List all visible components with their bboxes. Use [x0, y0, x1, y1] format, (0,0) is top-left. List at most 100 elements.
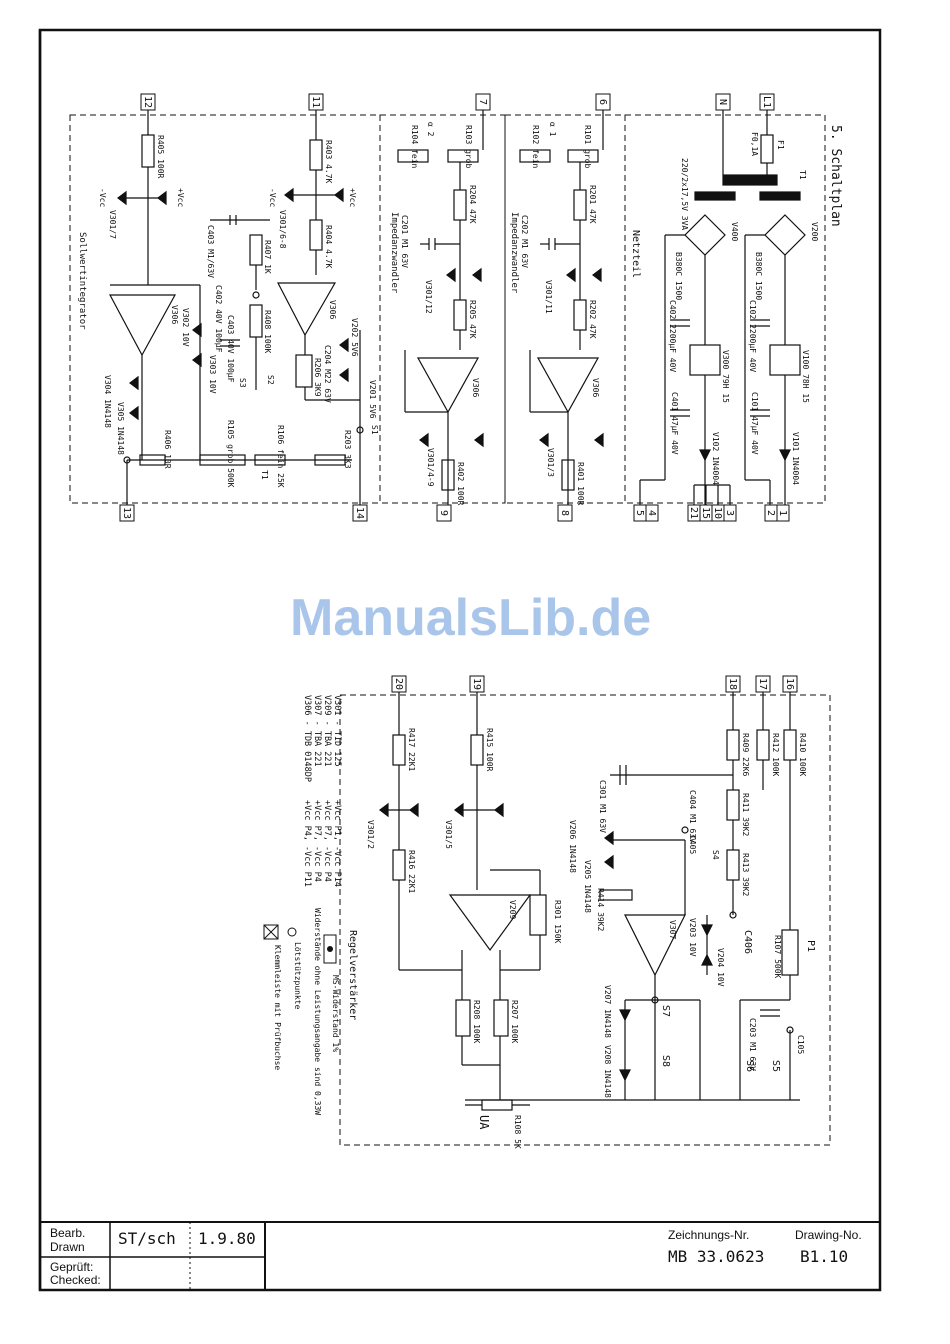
label-v209: V209	[508, 900, 517, 919]
label-vcc-pos-1: +Vcc	[176, 188, 185, 207]
label-schaltplan: 5. Schaltplan	[828, 125, 843, 227]
resistor-r410	[783, 729, 797, 761]
power-supply	[639, 110, 806, 505]
label-v301-2: V301/2	[366, 820, 375, 849]
label-s3: S3	[238, 378, 247, 388]
label-r102: R102 fein	[531, 125, 540, 169]
resistor-r412	[756, 729, 770, 761]
resistor-r405	[141, 134, 155, 168]
label-v400-type: B380C 1500	[674, 252, 683, 300]
label-r408: R408 100K	[263, 310, 272, 354]
resistor-r414	[599, 889, 633, 901]
label-r401: R401 100R	[576, 462, 585, 506]
label-ua: UA	[477, 1115, 491, 1130]
ic-supply-1: +Vcc P7, -Vcc P4	[322, 800, 332, 882]
resistor-r406	[139, 454, 166, 466]
label-r415: R415 100R	[485, 728, 494, 772]
label-c402b: C402 40V 100µF	[214, 285, 223, 353]
label-alpha2: α 2	[426, 122, 435, 137]
label-c203: C203 M1 63V	[748, 1018, 757, 1071]
resistor-r404	[309, 219, 323, 251]
opamp-v306-b	[416, 357, 480, 414]
resistor-r202	[573, 299, 587, 331]
label-v306-a: V306	[591, 378, 600, 397]
resistor-r206	[295, 354, 313, 388]
label-s7: S7	[660, 1005, 671, 1017]
label-r402: R402 100R	[456, 462, 465, 506]
terminal-14: 14	[354, 507, 365, 519]
label-transformer: T1	[798, 170, 807, 180]
legend-solder-point: Lötstützpunkte	[293, 942, 302, 1010]
setpoint-integrator	[109, 110, 364, 505]
label-v205: V205 1N4148	[583, 860, 592, 913]
terminal-L1: L1	[761, 96, 772, 108]
label-regelverstaerker: Regelverstärker	[347, 930, 358, 1020]
label-v200-type: B380C 1500	[754, 252, 763, 300]
label-r412: R412 100K	[771, 733, 780, 777]
label-checked-en: Checked:	[50, 1273, 101, 1287]
pot-r106	[254, 454, 286, 466]
drawn-date: 1.9.80	[198, 1229, 256, 1248]
label-v204: V204 10V	[716, 948, 725, 987]
terminal-1: 1	[777, 510, 788, 516]
label-drawing-no: Drawing-No.	[795, 1228, 862, 1242]
label-v301-7: V301/7	[108, 210, 117, 239]
terminal-17: 17	[757, 678, 768, 690]
label-c204: C204 M22 63V	[323, 345, 332, 403]
terminal-7: 7	[477, 99, 488, 105]
label-v307: V307	[668, 920, 677, 939]
label-r207: R207 100K	[510, 1000, 519, 1044]
impedance-converter-2	[397, 110, 484, 505]
terminal-18: 18	[727, 678, 738, 690]
label-t1: T1	[260, 470, 269, 480]
label-r107: R107 500K	[773, 935, 782, 979]
label-v208: V208 1N4148	[603, 1045, 612, 1098]
terminal-19: 19	[471, 678, 482, 690]
label-v200: V200	[810, 222, 819, 241]
sheet-frame	[38, 28, 882, 1292]
label-c301: C301 M1 63V	[598, 780, 607, 833]
label-v306-b: V306	[471, 378, 480, 397]
label-r406: R406 10R	[163, 430, 172, 469]
resistor-r301	[529, 894, 547, 936]
label-v207: V207 1N4148	[603, 985, 612, 1038]
label-v100: V100 78H 15	[801, 350, 810, 403]
label-alpha1: α 1	[548, 122, 557, 137]
label-v301-4-9: V301/4-9	[426, 448, 435, 487]
bridge-v400	[684, 214, 726, 256]
label-p1: P1	[805, 940, 816, 952]
terminal-6: 6	[597, 99, 608, 105]
legend-terminal-icon	[263, 924, 279, 940]
resistor-r403	[309, 139, 323, 171]
label-r205: R205 47K	[468, 300, 477, 339]
ic-list-3: V306 - TDB 0148DP	[302, 695, 312, 782]
label-r416: R416 22K1	[407, 850, 416, 894]
label-r403: R403 4.7K	[324, 140, 333, 184]
terminal-10: 10	[712, 507, 723, 519]
resistor-r416	[392, 849, 406, 881]
legend-terminal: Klemmleiste mit Prüfbuchse	[273, 945, 282, 1070]
label-netzteil: Netzteil	[630, 230, 641, 278]
opamp-v306-d	[277, 282, 337, 337]
terminal-21: 21	[688, 507, 699, 519]
label-v302: V302 10V	[181, 308, 190, 347]
label-s8: S8	[660, 1055, 671, 1067]
label-v301-5: V301/5	[444, 820, 453, 849]
ic-list: V301 - TID 125 V209 - TBA 221 V307 - TBA…	[302, 695, 342, 887]
label-r103: R103 grob	[464, 125, 473, 169]
label-r404: R404 4.7K	[324, 225, 333, 269]
legend-ms-resistor: MS-Widerstand 1%	[331, 975, 340, 1052]
label-r101: R101 grob	[583, 125, 592, 169]
label-v202: V202 5V6	[350, 318, 359, 357]
label-c101: C101 47µF 40V	[750, 392, 759, 455]
label-v306-d: V306	[328, 300, 337, 319]
label-c402: C402 2200µF 40V	[668, 300, 677, 372]
terminal-12: 12	[142, 96, 153, 108]
regulator-v100	[769, 344, 801, 376]
terminal-2: 2	[765, 510, 776, 516]
terminal-16: 16	[784, 678, 795, 690]
label-r407: R407 1K	[263, 240, 272, 274]
label-c404: C404 M1 63V	[688, 790, 697, 843]
resistor-r409	[726, 729, 740, 761]
bridge-v200	[764, 214, 806, 256]
